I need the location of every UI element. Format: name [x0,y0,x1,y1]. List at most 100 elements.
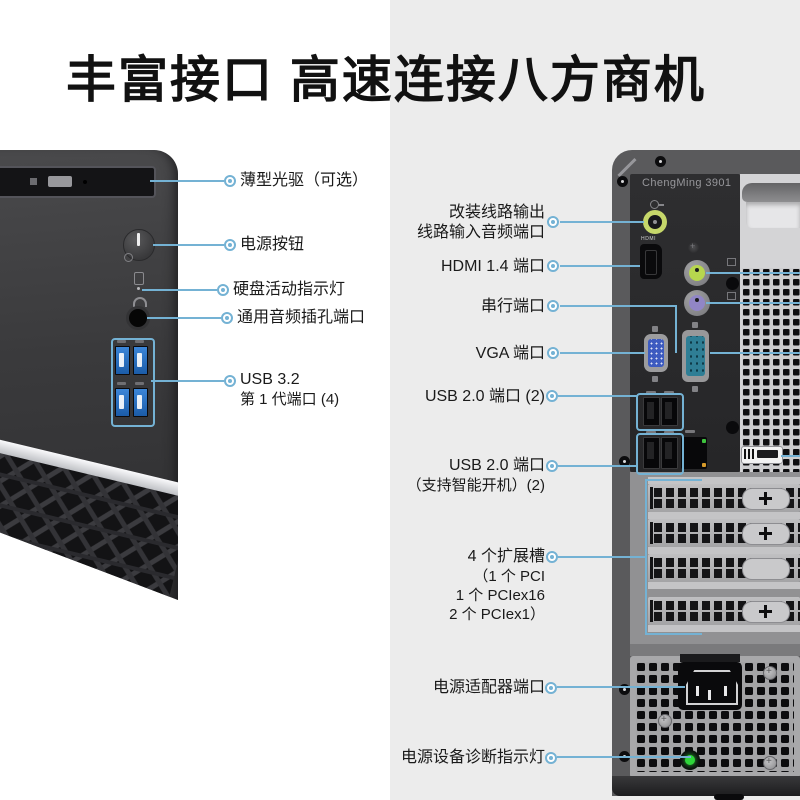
chassis-bottom-edge [612,776,800,796]
usb-icon [664,391,674,394]
front-callout-label: 电源按钮 [240,236,305,253]
rear-callout-label: USB 2.0 端口 (2) [424,388,545,405]
callout-bracket-line [645,479,647,635]
chassis-screw [619,456,630,467]
expansion-slot [648,554,800,582]
ps2-port-keyboard [684,260,710,286]
vga-screw [652,326,658,332]
callout-dot [546,551,558,563]
usb3-callout-bracket [111,338,155,427]
callout-line [147,317,221,319]
usb3-port [133,346,148,375]
callout-line [557,756,691,758]
callout-line-cropped [710,352,800,354]
hdd-activity-icon [134,272,144,285]
desktop-rear-view: ChengMing 3901 HDMI [612,150,800,800]
front-callout-label: USB 3.2 第 1 代端口 (4) [240,371,340,408]
callout-line [675,305,677,353]
serial-port [682,330,709,382]
rear-callout-label: USB 2.0 端口 （支持智能开机）(2) [406,457,545,494]
chassis-screw [619,684,630,695]
callout-bracket-line [645,479,702,481]
power-inlet-tab [680,654,740,662]
power-icon [124,253,133,262]
callout-dot [224,375,236,387]
callout-line [150,180,224,182]
callout-line-cropped [706,272,800,274]
psu-screw [763,756,777,770]
usb3-port [115,388,130,417]
usb-icon [646,431,656,434]
rear-callout-label: HDMI 1.4 端口 [440,258,545,275]
callout-line [558,556,646,558]
callout-line-cropped [706,302,800,304]
callout-dot [547,300,559,312]
usb-ss-icon [135,340,144,343]
front-callout-label: 通用音频插孔端口 [237,309,366,326]
serial-screw [692,322,698,328]
usb2-callout-bracket [636,393,684,431]
callout-dot [547,347,559,359]
callout-line [557,686,685,688]
panel-screw [688,241,699,253]
callout-dot [224,239,236,251]
mouse-icon [727,292,736,300]
desktop-front-view [0,150,178,600]
rear-callout-label: 改装线路输出 线路输入音频端口 [416,204,545,241]
line-out-icon [650,200,664,209]
callout-line [151,380,224,382]
expansion-slot [648,597,800,625]
usb3-port [133,388,148,417]
callout-line [142,289,217,291]
usb-icon [646,391,656,394]
expansion-slot [648,484,800,512]
usb2-smart-callout-bracket [636,433,684,475]
callout-line [558,395,637,397]
usb-icon [664,431,674,434]
usb-ss-icon [117,382,126,385]
model-name: ChengMing 3901 [642,177,732,189]
callout-line [560,305,677,307]
expansion-slot-zone [630,472,800,644]
vent-grid [742,268,800,472]
handle-recess [746,202,800,228]
optical-pinhole [83,180,87,184]
callout-dot [221,312,233,324]
usb-ss-icon [135,382,144,385]
psu-divider [630,644,800,656]
service-tag-label [741,446,783,464]
callout-line [560,265,640,267]
callout-line [560,352,645,354]
vga-port [644,334,668,372]
rear-side-panel [740,174,800,472]
ethernet-port [681,437,707,469]
usb2-port [643,397,660,426]
serial-screw [692,386,698,392]
vga-screw [652,376,658,382]
hdmi-port [640,244,662,279]
ps2-port-mouse [684,290,710,316]
rear-audio-jack [643,210,667,234]
front-audio-jack [129,309,147,327]
page-title: 丰富接口 高速连接八方商机 [66,52,706,108]
usb2-smartpower-port [643,437,660,469]
slot-thumbscrew-tab [742,488,790,510]
optical-eject-button [48,176,72,187]
chassis-foot [714,794,744,800]
callout-line [560,221,644,223]
usb-ss-icon [117,340,126,343]
usb2-port [661,397,678,426]
power-supply-unit [630,654,800,778]
hdmi-port-label: HDMI [641,236,657,242]
callout-dot [547,216,559,228]
psu-screw [763,666,777,680]
chassis-screw [617,176,628,187]
headphone-icon [133,297,147,307]
optical-drive-led [30,178,37,185]
psu-diagnostic-led [680,750,700,770]
front-callout-label: 硬盘活动指示灯 [233,281,346,298]
slot-thumbscrew-tab [742,558,790,580]
rear-callout-label: 电源适配器端口 [432,679,545,696]
callout-line [153,244,224,246]
rear-callout-label: 4 个扩展槽 （1 个 PCI 1 个 PCIex16 2 个 PCIex1） [449,548,545,623]
